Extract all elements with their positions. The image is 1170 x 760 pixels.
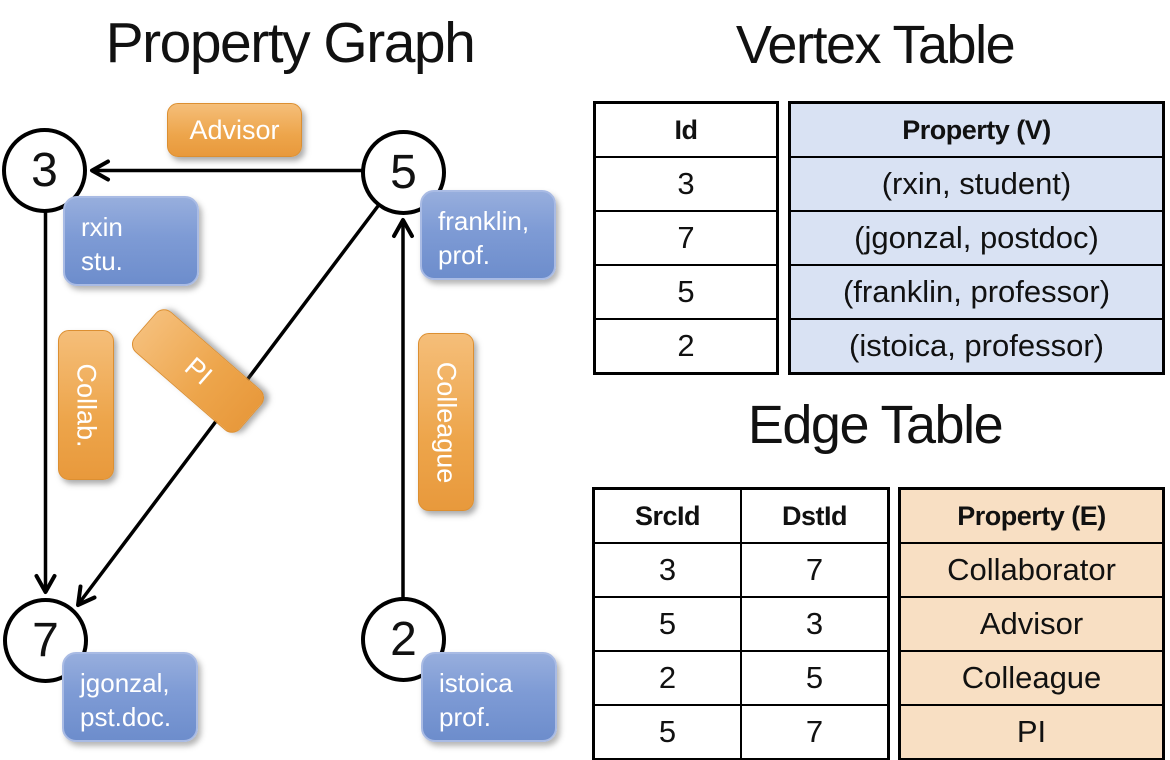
node-5-property-line2: prof. <box>438 240 491 271</box>
node-2-property-line1: istoica <box>439 668 513 698</box>
node-7-property-box: jgonzal, pst.doc. <box>62 652 198 742</box>
edge-label-colleague: Colleague <box>418 333 474 511</box>
edge-label-advisor-text: Advisor <box>189 114 280 145</box>
vertex-table-cell-id-0: 3 <box>593 156 779 212</box>
edge-table-header-srcid: SrcId <box>592 487 742 544</box>
edge-label-colleague-text: Colleague <box>431 361 462 483</box>
edge-label-pi: PI <box>127 304 269 438</box>
vertex-table-cell-property-2: (franklin, professor) <box>788 264 1165 320</box>
vertex-table-header-property: Property (V) <box>788 101 1165 158</box>
node-5-property-box: franklin, prof. <box>420 190 556 280</box>
vertex-table-cell-id-1: 7 <box>593 210 779 266</box>
edge-label-advisor: Advisor <box>167 103 302 157</box>
edge-table-header-dstid: DstId <box>740 487 890 544</box>
edge-3-7-arrowhead <box>34 574 57 594</box>
node-5-property-line1: franklin, <box>438 206 530 236</box>
edge-table-cell-property-3: PI <box>898 704 1165 760</box>
vertex-table-cell-id-2: 5 <box>593 264 779 320</box>
vertex-table-header-id: Id <box>593 101 779 158</box>
node-5-id: 5 <box>390 146 417 199</box>
node-2-property-box: istoica prof. <box>421 652 557 742</box>
edge-table-cell-src-2: 2 <box>592 650 742 706</box>
node-7-property-line2: pst.doc. <box>80 702 172 733</box>
node-2-property-line2: prof. <box>439 702 492 733</box>
edge-table-cell-dst-0: 7 <box>740 542 890 598</box>
edge-table-property-column: Property (E) Collaborator Advisor Collea… <box>898 487 1165 760</box>
edge-label-collab-text: Collab. <box>71 362 102 448</box>
vertex-table-property-column: Property (V) (rxin, student) (jgonzal, p… <box>788 101 1165 375</box>
edge-table-id-columns: SrcId DstId 3 7 5 3 2 5 5 7 <box>592 487 890 760</box>
edge-table-cell-src-1: 5 <box>592 596 742 652</box>
vertex-table-cell-property-3: (istoica, professor) <box>788 318 1165 375</box>
edge-table-cell-property-2: Colleague <box>898 650 1165 706</box>
vertex-table-cell-id-3: 2 <box>593 318 779 375</box>
node-3-id: 3 <box>31 144 58 197</box>
vertex-table-cell-property-0: (rxin, student) <box>788 156 1165 212</box>
node-3-property-line1: rxin <box>81 212 123 242</box>
edge-label-pi-text: PI <box>178 350 218 391</box>
node-3-property-box: rxin stu. <box>63 196 199 286</box>
node-3-property-line2: stu. <box>81 246 123 277</box>
edge-table-cell-dst-2: 5 <box>740 650 890 706</box>
edge-5-7-arrowhead <box>76 584 97 607</box>
node-7-id: 7 <box>32 614 59 667</box>
edge-2-5-arrowhead <box>392 218 414 238</box>
edge-table-cell-src-0: 3 <box>592 542 742 598</box>
edge-table-cell-src-3: 5 <box>592 704 742 760</box>
edge-table-cell-property-1: Advisor <box>898 596 1165 652</box>
vertex-table-title: Vertex Table <box>735 15 1016 75</box>
edge-table-header-property: Property (E) <box>898 487 1165 544</box>
node-7-property-line1: jgonzal, <box>80 668 170 698</box>
edge-label-collab: Collab. <box>58 330 114 480</box>
edge-table-cell-dst-1: 3 <box>740 596 890 652</box>
vertex-table-id-column: Id 3 7 5 2 <box>593 101 779 375</box>
edge-table-title: Edge Table <box>747 395 1004 455</box>
edge-table-cell-property-0: Collaborator <box>898 542 1165 598</box>
node-3-circle: 3 <box>2 128 87 213</box>
vertex-table-cell-property-1: (jgonzal, postdoc) <box>788 210 1165 266</box>
property-graph-title: Property Graph <box>105 11 476 75</box>
edge-5-3-arrowhead <box>90 159 110 182</box>
edge-table-cell-dst-3: 7 <box>740 704 890 760</box>
node-2-id: 2 <box>390 613 417 666</box>
